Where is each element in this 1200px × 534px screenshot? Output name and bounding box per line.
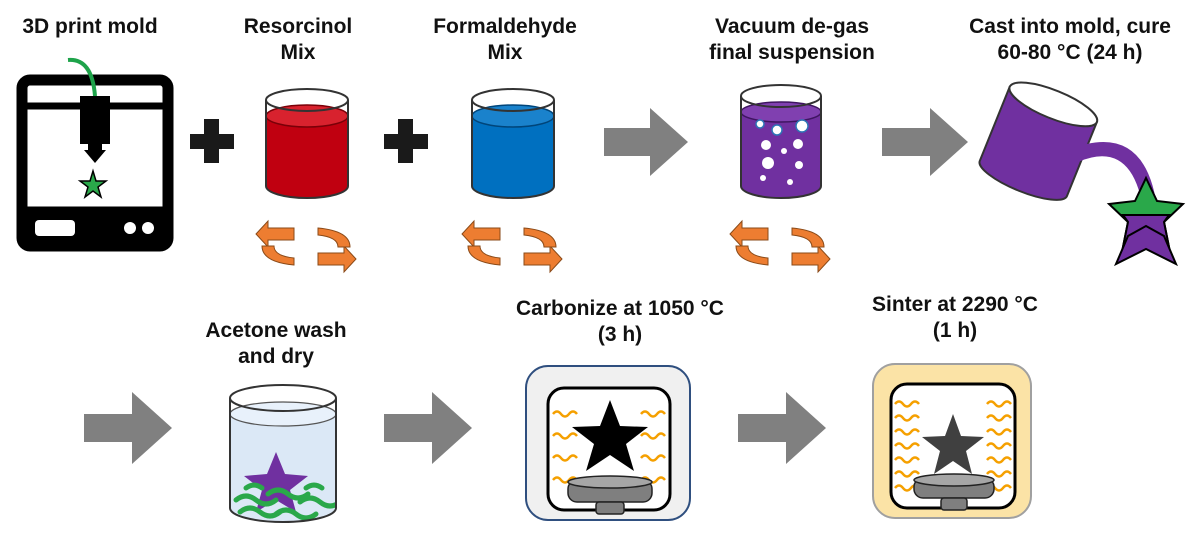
pour-icon	[978, 81, 1158, 215]
star-mold-icon	[1106, 175, 1186, 267]
process-arrow-icon	[604, 108, 688, 176]
label-formaldehyde-line1: Formaldehyde	[433, 15, 577, 38]
heat-wave-icon	[552, 410, 666, 484]
process-arrow-icon	[738, 392, 826, 464]
stir-arrows-icon	[729, 219, 831, 274]
label-resorcinol-line2: Mix	[280, 41, 316, 64]
beaker-icon	[265, 88, 349, 199]
printer-icon	[16, 57, 174, 252]
label-sinter-line2: (1 h)	[932, 319, 978, 342]
furnace-icon	[525, 365, 691, 521]
sintered-star-icon	[922, 414, 984, 474]
printed-star-icon	[77, 168, 109, 199]
label-sinter-line1: Sinter at 2290 °C	[872, 293, 1038, 316]
beaker-icon	[740, 84, 822, 199]
label-print: 3D print mold	[0, 14, 180, 40]
label-degas-line2: final suspension	[709, 41, 875, 64]
label-degas: Vacuum de-gas final suspension	[682, 14, 902, 66]
label-carbonize-line1: Carbonize at 1050 °C	[516, 297, 724, 320]
label-resorcinol-line1: Resorcinol	[243, 15, 353, 38]
label-wash-line1: Acetone wash	[205, 319, 347, 342]
stir-arrows-icon	[255, 219, 357, 274]
bubbles-icon	[755, 119, 809, 185]
stir-arrows-icon	[461, 219, 563, 274]
label-degas-line1: Vacuum de-gas	[714, 15, 870, 38]
label-wash: Acetone wash and dry	[176, 318, 376, 370]
label-print-line1: 3D print mold	[22, 15, 158, 38]
label-carbonize-line2: (3 h)	[597, 323, 643, 346]
plus-icon	[190, 119, 234, 163]
residue-icon	[233, 482, 335, 520]
beaker-icon	[471, 88, 555, 199]
process-arrow-icon	[882, 108, 968, 176]
plus-icon	[384, 119, 428, 163]
process-arrow-icon	[384, 392, 472, 464]
crucible-stand-icon	[913, 473, 995, 511]
label-cast-line2: 60-80 °C (24 h)	[997, 41, 1143, 64]
carbon-star-icon	[572, 400, 648, 471]
furnace-icon	[872, 363, 1032, 519]
label-cast: Cast into mold, cure 60-80 °C (24 h)	[940, 14, 1200, 66]
beaker-icon	[229, 384, 337, 523]
label-resorcinol: Resorcinol Mix	[208, 14, 388, 66]
process-arrow-icon	[84, 392, 172, 464]
washed-star-icon	[244, 452, 308, 512]
label-cast-line1: Cast into mold, cure	[969, 15, 1171, 38]
label-sinter: Sinter at 2290 °C (1 h)	[830, 292, 1080, 344]
label-formaldehyde: Formaldehyde Mix	[405, 14, 605, 66]
label-carbonize: Carbonize at 1050 °C (3 h)	[485, 296, 755, 348]
label-formaldehyde-line2: Mix	[487, 41, 523, 64]
label-wash-line2: and dry	[238, 345, 314, 368]
crucible-stand-icon	[567, 475, 653, 515]
